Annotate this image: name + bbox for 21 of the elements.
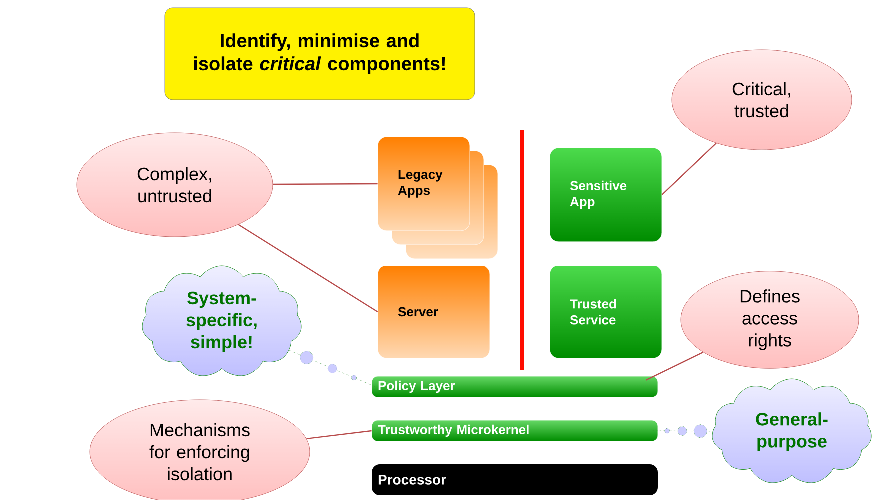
layer-bar: Trustworthy Microkernel	[372, 420, 658, 442]
thought-bubble-trail	[289, 350, 376, 388]
component-box: Server	[378, 265, 490, 359]
thought-cloud: General-purpose	[712, 378, 872, 484]
speech-bubble: Complex, untrusted	[76, 132, 274, 238]
leader-line	[238, 224, 378, 312]
layer-bar: Policy Layer	[372, 376, 658, 398]
leader-line	[662, 142, 717, 196]
component-box: Trusted Service	[550, 265, 662, 359]
speech-bubble: Critical, trusted	[672, 50, 852, 150]
leader-line	[306, 430, 372, 440]
leader-line	[273, 183, 378, 186]
layer-bar: Processor	[372, 464, 658, 496]
component-box: Sensitive App	[550, 148, 662, 242]
thought-bubble-trail	[652, 424, 713, 438]
component-box: Legacy Apps	[378, 136, 498, 260]
speech-bubble: Defines access rights	[680, 271, 860, 369]
title-box: Identify, minimise and isolate critical components!	[164, 8, 476, 100]
speech-bubble: Mechanisms for enforcing isolation	[90, 400, 310, 500]
leader-line	[646, 352, 704, 381]
thought-cloud: System-specific, simple!	[142, 266, 302, 376]
